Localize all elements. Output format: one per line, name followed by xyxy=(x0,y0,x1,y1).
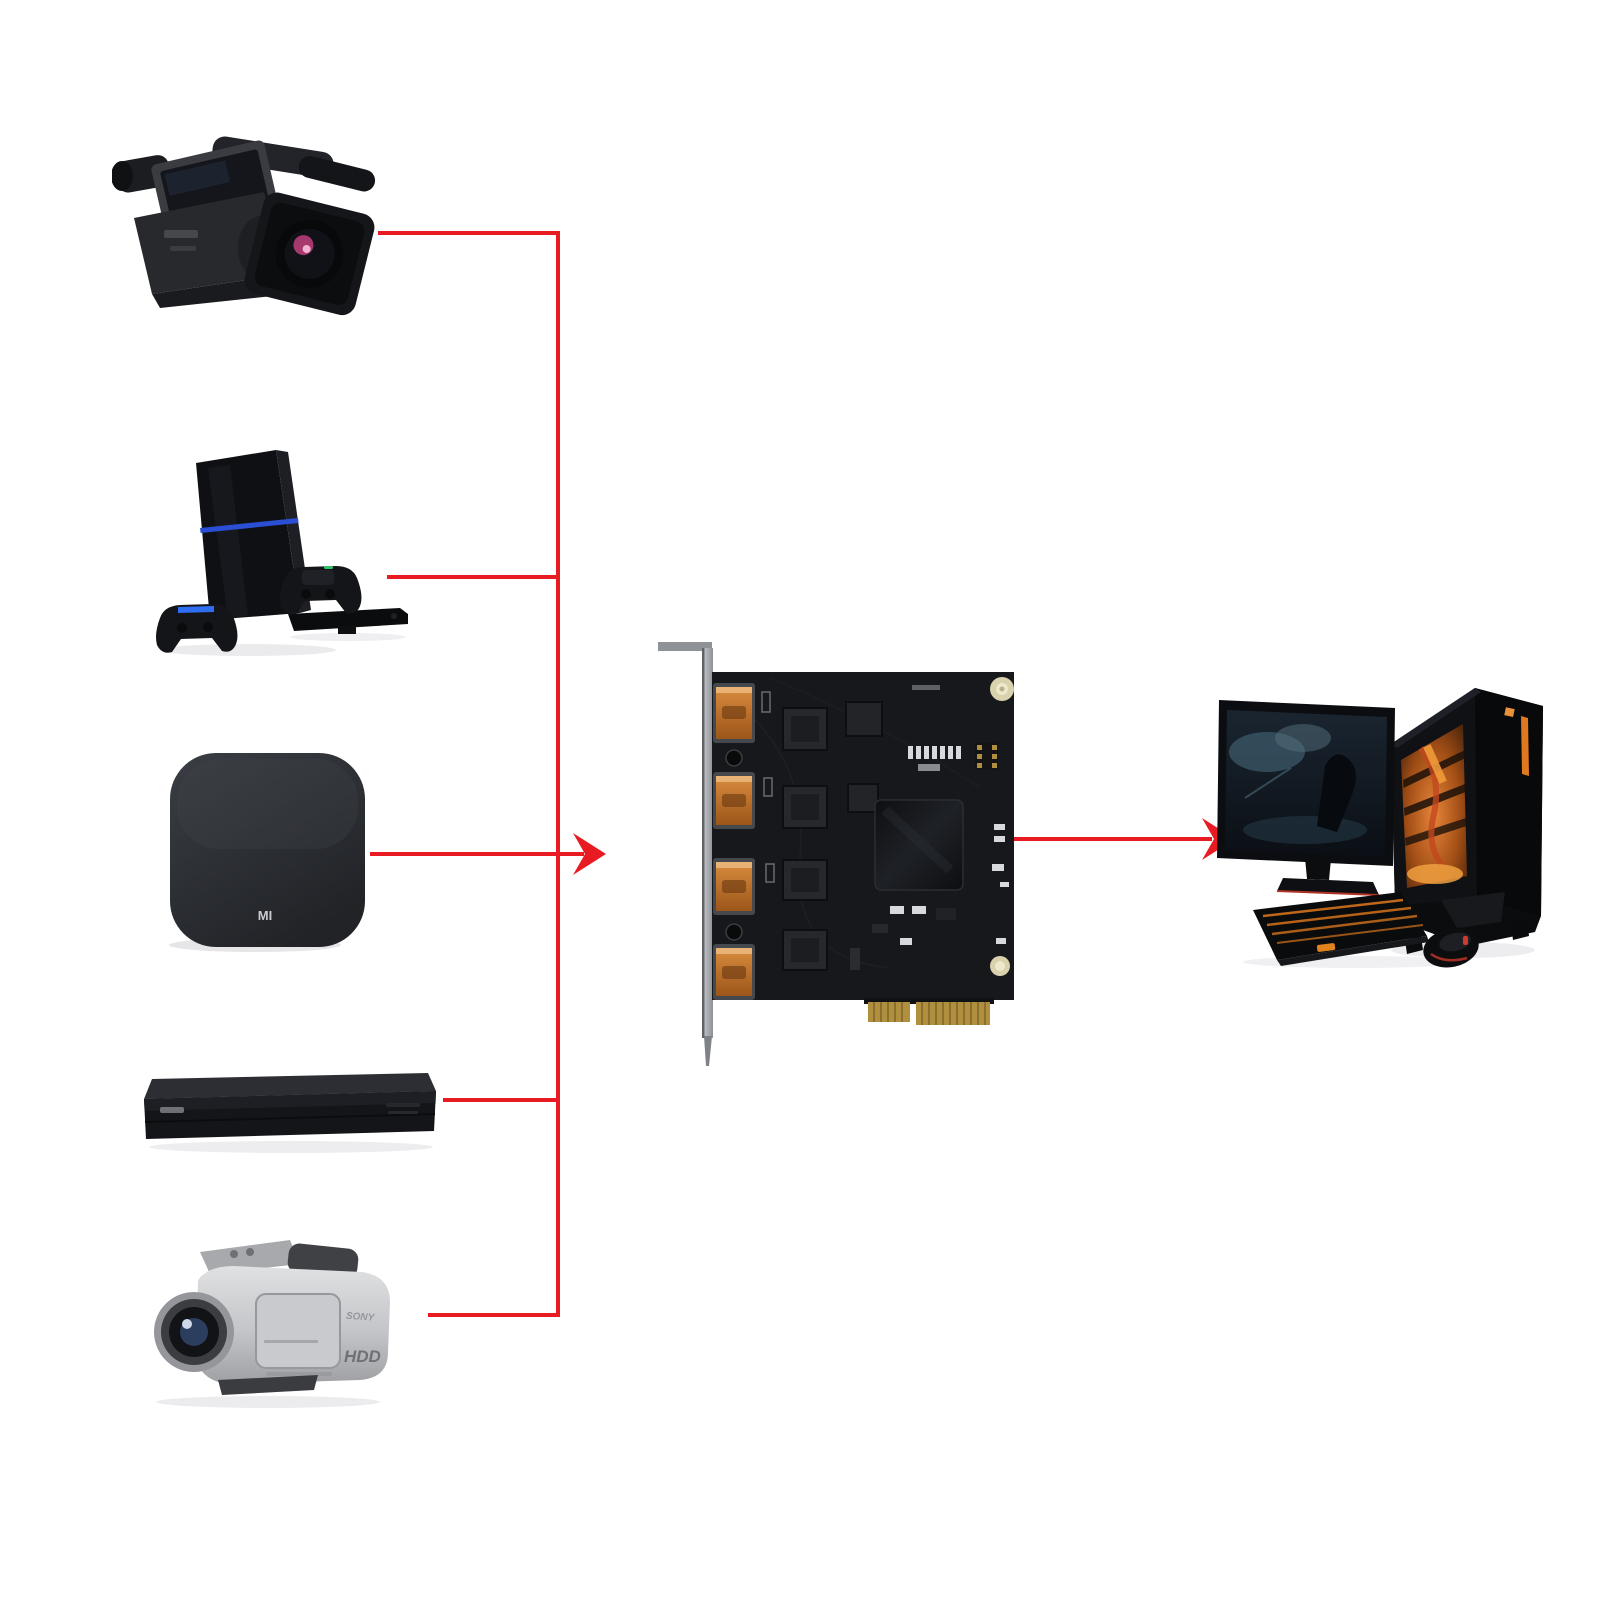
game-console xyxy=(148,428,416,660)
tower-side-window xyxy=(1401,724,1467,888)
tv-box: MI xyxy=(163,748,367,952)
dvr-top-face xyxy=(144,1073,436,1099)
console-light-stripe xyxy=(200,518,299,533)
pcie-edge-connector xyxy=(864,998,994,1025)
pc-monitor xyxy=(1217,700,1395,896)
passive-components xyxy=(761,691,1009,970)
hdmi-port-3 xyxy=(713,858,755,915)
oscillator-chip xyxy=(975,742,999,770)
silkscreen-text xyxy=(912,685,940,690)
gamepad-front xyxy=(280,566,362,615)
monitor-stand xyxy=(1305,858,1331,880)
dvr-box xyxy=(136,1063,450,1157)
hdmi-port-4 xyxy=(713,944,755,1000)
bracket-screw-2 xyxy=(725,923,743,941)
tv-box-logo: MI xyxy=(258,908,272,923)
tower-led-strip xyxy=(1521,716,1529,776)
handycam-badge: HDD xyxy=(344,1347,381,1366)
handycam-lcd xyxy=(255,1293,341,1369)
microphone xyxy=(298,155,376,192)
main-chip xyxy=(874,799,964,891)
handycam-body: SONY HDD xyxy=(154,1240,390,1395)
pc-tower xyxy=(1391,688,1543,954)
decoder-chips xyxy=(782,701,883,971)
mounting-hole-bottom xyxy=(990,956,1010,976)
dvr-logo xyxy=(160,1107,184,1113)
lens-hood xyxy=(244,192,375,316)
mouse-scroll-wheel xyxy=(1463,936,1468,945)
pro-camcorder-body xyxy=(112,136,376,316)
handycam-lens xyxy=(154,1292,234,1372)
capture-card xyxy=(650,638,1022,1070)
mounting-bracket xyxy=(658,642,713,1066)
mounting-hole-top xyxy=(990,677,1014,701)
dvr-chassis xyxy=(144,1073,436,1139)
gamepad-lightbar xyxy=(178,606,214,613)
pc-mouse xyxy=(1423,928,1479,968)
handycam-grip-strap xyxy=(218,1375,318,1395)
tower-logo xyxy=(1504,707,1515,717)
handheld-camcorder: SONY HDD xyxy=(138,1232,410,1410)
desktop-pc xyxy=(1205,648,1550,970)
keyboard-badge xyxy=(1316,943,1336,952)
pro-camcorder xyxy=(112,122,384,320)
camera-bar xyxy=(288,608,408,634)
hdmi-port-2 xyxy=(713,772,755,829)
hdmi-port-1 xyxy=(713,683,755,743)
handycam-brand: SONY xyxy=(346,1311,376,1324)
monitor-base xyxy=(1277,878,1379,895)
bracket-screw-1 xyxy=(725,749,743,767)
tv-box-body xyxy=(170,753,365,947)
pc-keyboard xyxy=(1253,892,1429,966)
gamepad-left xyxy=(156,604,238,653)
arrowhead-into-card xyxy=(573,833,606,875)
